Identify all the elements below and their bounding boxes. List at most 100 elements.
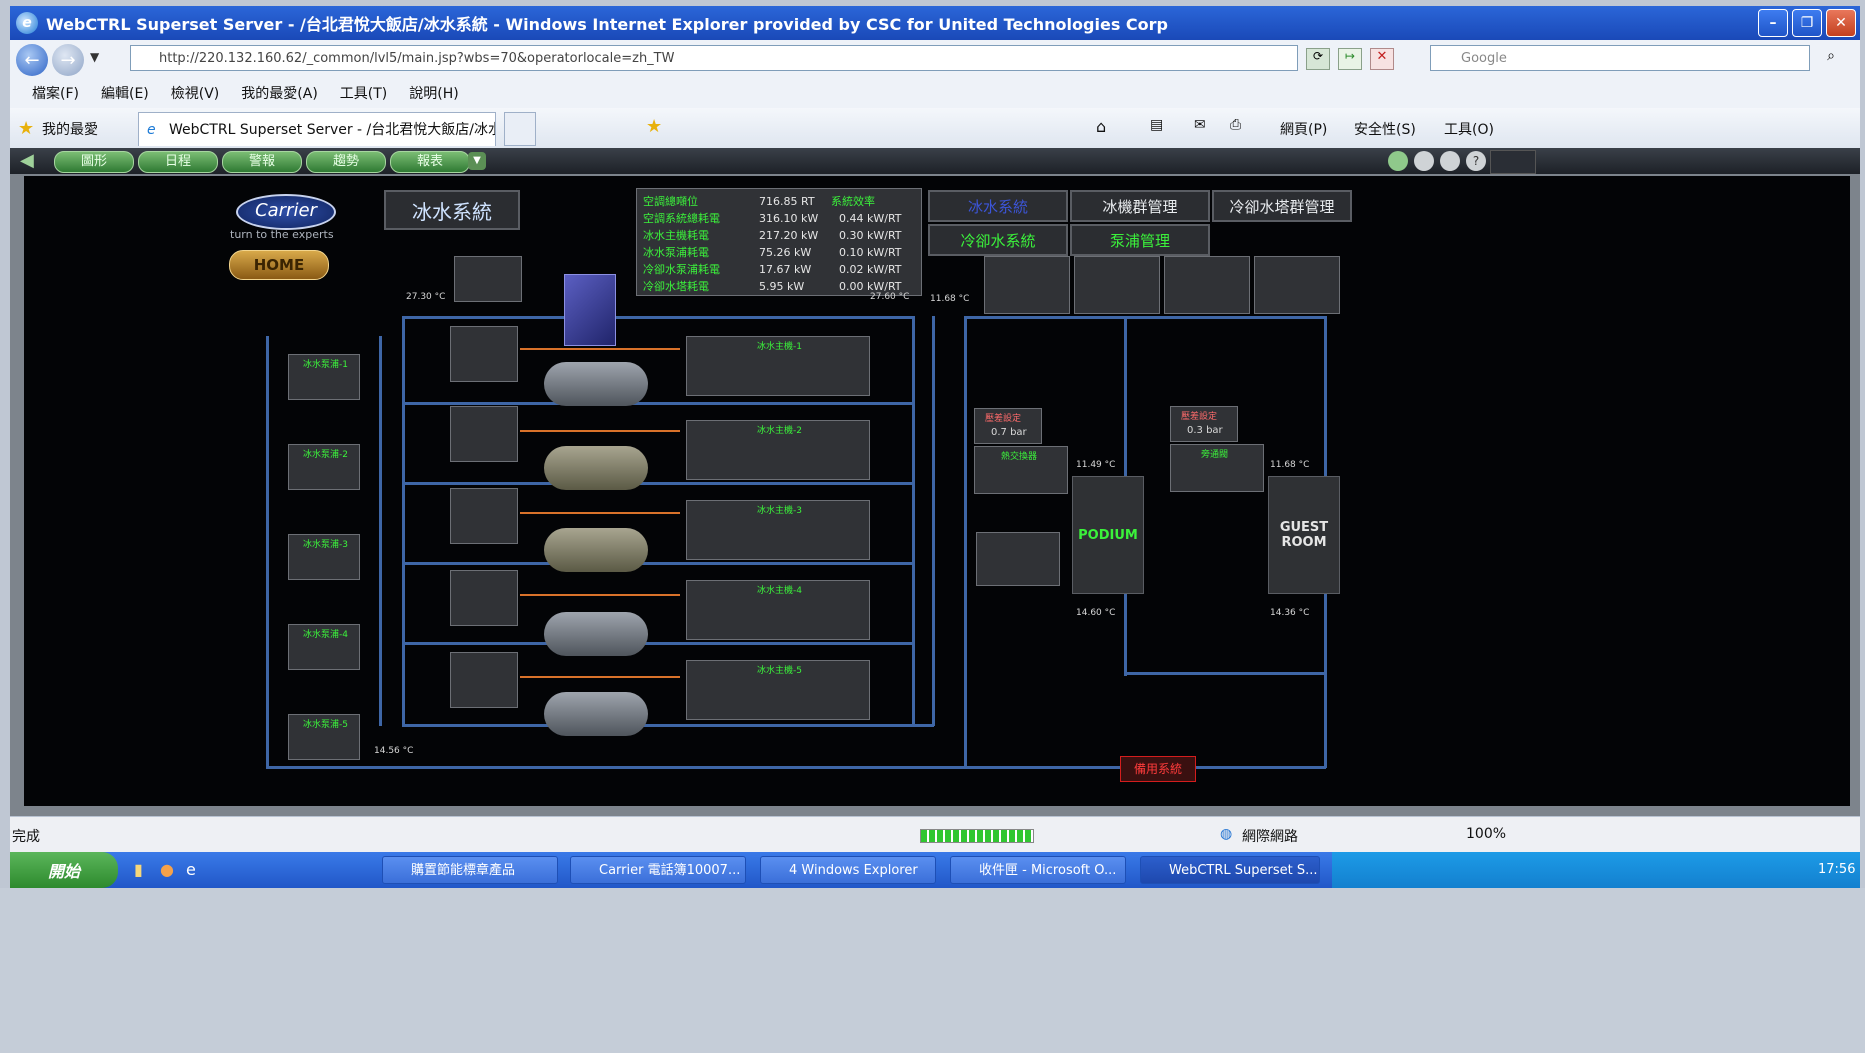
chiller-status-panel-5[interactable]: 冰水主機-5 bbox=[686, 660, 870, 720]
search-icon[interactable]: ⌕ bbox=[1827, 48, 1835, 64]
pump-label-4: 冰水泵浦-4 bbox=[303, 630, 348, 640]
history-dropdown-icon[interactable]: ▼ bbox=[90, 50, 100, 64]
print-icon[interactable]: ⎙ bbox=[1230, 117, 1242, 133]
chiller-pump-status-2[interactable] bbox=[450, 406, 518, 462]
tools-menu[interactable]: 工具(O) bbox=[1444, 122, 1494, 138]
pipe-header-left bbox=[402, 316, 405, 726]
nav-graphics[interactable]: 圖形 bbox=[54, 151, 134, 173]
task-item-5[interactable]: WebCTRL Superset S... bbox=[1140, 856, 1320, 884]
condenser-water-button[interactable]: 冷卻水系統 bbox=[928, 224, 1068, 256]
zone-guest-room[interactable]: GUEST ROOM bbox=[1268, 476, 1340, 594]
chiller-pump-status-4[interactable] bbox=[450, 570, 518, 626]
chiller-pump-status-3[interactable] bbox=[450, 488, 518, 544]
chiller-unit-2[interactable] bbox=[544, 446, 648, 490]
minimize-button[interactable]: – bbox=[1758, 9, 1788, 37]
chiller-group-button[interactable]: 冰機群管理 bbox=[1070, 190, 1210, 222]
pump-panel-3[interactable]: 冰水泵浦-3 bbox=[288, 534, 360, 580]
feeds-icon[interactable]: ▤ bbox=[1150, 117, 1164, 133]
pipe-row-4 bbox=[402, 642, 914, 645]
window-titlebar: e WebCTRL Superset Server - /台北君悅大飯店/冰水系… bbox=[10, 6, 1860, 40]
search-input[interactable]: Google bbox=[1430, 45, 1810, 71]
nav-schedule[interactable]: 日程 bbox=[138, 151, 218, 173]
forward-button[interactable]: → bbox=[52, 44, 84, 76]
close-button[interactable]: ✕ bbox=[1826, 9, 1856, 37]
nav-alarms[interactable]: 警報 bbox=[222, 151, 302, 173]
app-settings-icon[interactable] bbox=[1414, 151, 1434, 171]
menu-tools[interactable]: 工具(T) bbox=[339, 86, 388, 102]
app-status-icon[interactable] bbox=[1388, 151, 1408, 171]
zone-podium[interactable]: PODIUM bbox=[1072, 476, 1144, 594]
bypass-valve-panel[interactable]: 旁通閥 bbox=[1170, 444, 1264, 492]
favorites-label[interactable]: 我的最愛 bbox=[42, 122, 98, 138]
pump-panel-2[interactable]: 冰水泵浦-2 bbox=[288, 444, 360, 490]
backup-system-button[interactable]: 備用系統 bbox=[1120, 756, 1196, 782]
nav-reports[interactable]: 報表 bbox=[390, 151, 470, 173]
app-help-icon[interactable]: ? bbox=[1466, 151, 1486, 171]
nav-more-icon[interactable]: ▼ bbox=[468, 152, 486, 170]
cooling-tower-panel-4[interactable] bbox=[1254, 256, 1340, 314]
quicklaunch-media-icon[interactable]: ● bbox=[160, 860, 174, 879]
chiller-unit-4[interactable] bbox=[544, 612, 648, 656]
pump-panel-1[interactable]: 冰水泵浦-1 bbox=[288, 354, 360, 400]
cooling-tower-panel-2[interactable] bbox=[1074, 256, 1160, 314]
zoom-level[interactable]: 100% bbox=[1466, 826, 1507, 842]
chiller-status-panel-4[interactable]: 冰水主機-4 bbox=[686, 580, 870, 640]
cooling-tower-button[interactable]: 冷卻水塔群管理 bbox=[1212, 190, 1352, 222]
valve-control-panel[interactable] bbox=[976, 532, 1060, 586]
page-menu[interactable]: 網頁(P) bbox=[1280, 122, 1328, 138]
pump-management-button[interactable]: 泵浦管理 bbox=[1070, 224, 1210, 256]
chiller-status-panel-1[interactable]: 冰水主機-1 bbox=[686, 336, 870, 396]
pipe-left-outer bbox=[266, 336, 269, 766]
task-item-2[interactable]: Carrier 電話簿10007... bbox=[570, 856, 746, 884]
task-item-3[interactable]: 4 Windows Explorer bbox=[760, 856, 936, 884]
maximize-button[interactable]: ❐ bbox=[1792, 9, 1822, 37]
summary-value-0: 716.85 RT bbox=[759, 195, 815, 208]
safety-menu[interactable]: 安全性(S) bbox=[1354, 122, 1416, 138]
menu-favorites[interactable]: 我的最愛(A) bbox=[241, 86, 318, 102]
menu-file[interactable]: 檔案(F) bbox=[32, 86, 79, 102]
chiller-status-panel-3[interactable]: 冰水主機-3 bbox=[686, 500, 870, 560]
task-item-1[interactable]: 購置節能標章產品 bbox=[382, 856, 558, 884]
chiller-pump-status-1[interactable] bbox=[450, 326, 518, 382]
clock[interactable]: 17:56 bbox=[1818, 862, 1856, 877]
home-button[interactable]: HOME bbox=[229, 250, 329, 280]
menu-view[interactable]: 檢視(V) bbox=[170, 86, 220, 102]
chiller-unit-5[interactable] bbox=[544, 692, 648, 736]
address-input[interactable]: http://220.132.160.62/_common/lvl5/main.… bbox=[130, 45, 1298, 71]
start-button[interactable]: 開始 bbox=[10, 852, 118, 888]
new-tab-button[interactable] bbox=[504, 112, 536, 146]
chiller-pump-status-5[interactable] bbox=[450, 652, 518, 708]
favorites-star-icon[interactable]: ★ bbox=[18, 118, 35, 139]
refresh-icon[interactable]: ⟳ bbox=[1306, 48, 1330, 70]
home-icon[interactable]: ⌂ bbox=[1096, 117, 1107, 136]
cooling-tower-panel-1[interactable] bbox=[984, 256, 1070, 314]
chiller-unit-1[interactable] bbox=[544, 362, 648, 406]
go-icon[interactable]: ↦ bbox=[1338, 48, 1362, 70]
summary-efficiency-label: 系統效率 bbox=[831, 195, 875, 208]
app-back-icon[interactable]: ◀ bbox=[20, 150, 34, 171]
app-refresh-icon[interactable] bbox=[1440, 151, 1460, 171]
quicklaunch-ie-icon[interactable]: e bbox=[186, 860, 196, 879]
chiller-status-panel-2[interactable]: 冰水主機-2 bbox=[686, 420, 870, 480]
heat-exchanger-panel[interactable]: 熱交換器 bbox=[974, 446, 1068, 494]
pump-panel-5[interactable]: 冰水泵浦-5 bbox=[288, 714, 360, 760]
pressure-setting-b[interactable]: 壓差設定 0.3 bar bbox=[1170, 406, 1238, 442]
nav-trends[interactable]: 趨勢 bbox=[306, 151, 386, 173]
add-favorite-icon[interactable]: ★ bbox=[646, 116, 663, 137]
back-button[interactable]: ← bbox=[16, 44, 48, 76]
chilled-water-system-button[interactable]: 冰水系統 bbox=[928, 190, 1068, 222]
mail-icon[interactable]: ✉ bbox=[1194, 117, 1206, 133]
cooling-tower-panel-3[interactable] bbox=[1164, 256, 1250, 314]
menu-edit[interactable]: 編輯(E) bbox=[100, 86, 149, 102]
quicklaunch-folder-icon[interactable]: ▮ bbox=[134, 860, 143, 879]
chiller-unit-3[interactable] bbox=[544, 528, 648, 572]
menu-help[interactable]: 說明(H) bbox=[409, 86, 459, 102]
summary-value-4: 17.67 kW bbox=[759, 263, 812, 276]
pump-panel-4[interactable]: 冰水泵浦-4 bbox=[288, 624, 360, 670]
task-item-4[interactable]: 收件匣 - Microsoft O... bbox=[950, 856, 1126, 884]
app-dropdown[interactable] bbox=[1490, 150, 1536, 174]
pressure-setting-a[interactable]: 壓差設定 0.7 bar bbox=[974, 408, 1042, 444]
browser-tab[interactable]: e WebCTRL Superset Server - /台北君悅大飯店/冰水.… bbox=[138, 112, 496, 146]
stop-icon[interactable]: ✕ bbox=[1370, 48, 1394, 70]
exchanger-pump-panel[interactable] bbox=[454, 256, 522, 302]
